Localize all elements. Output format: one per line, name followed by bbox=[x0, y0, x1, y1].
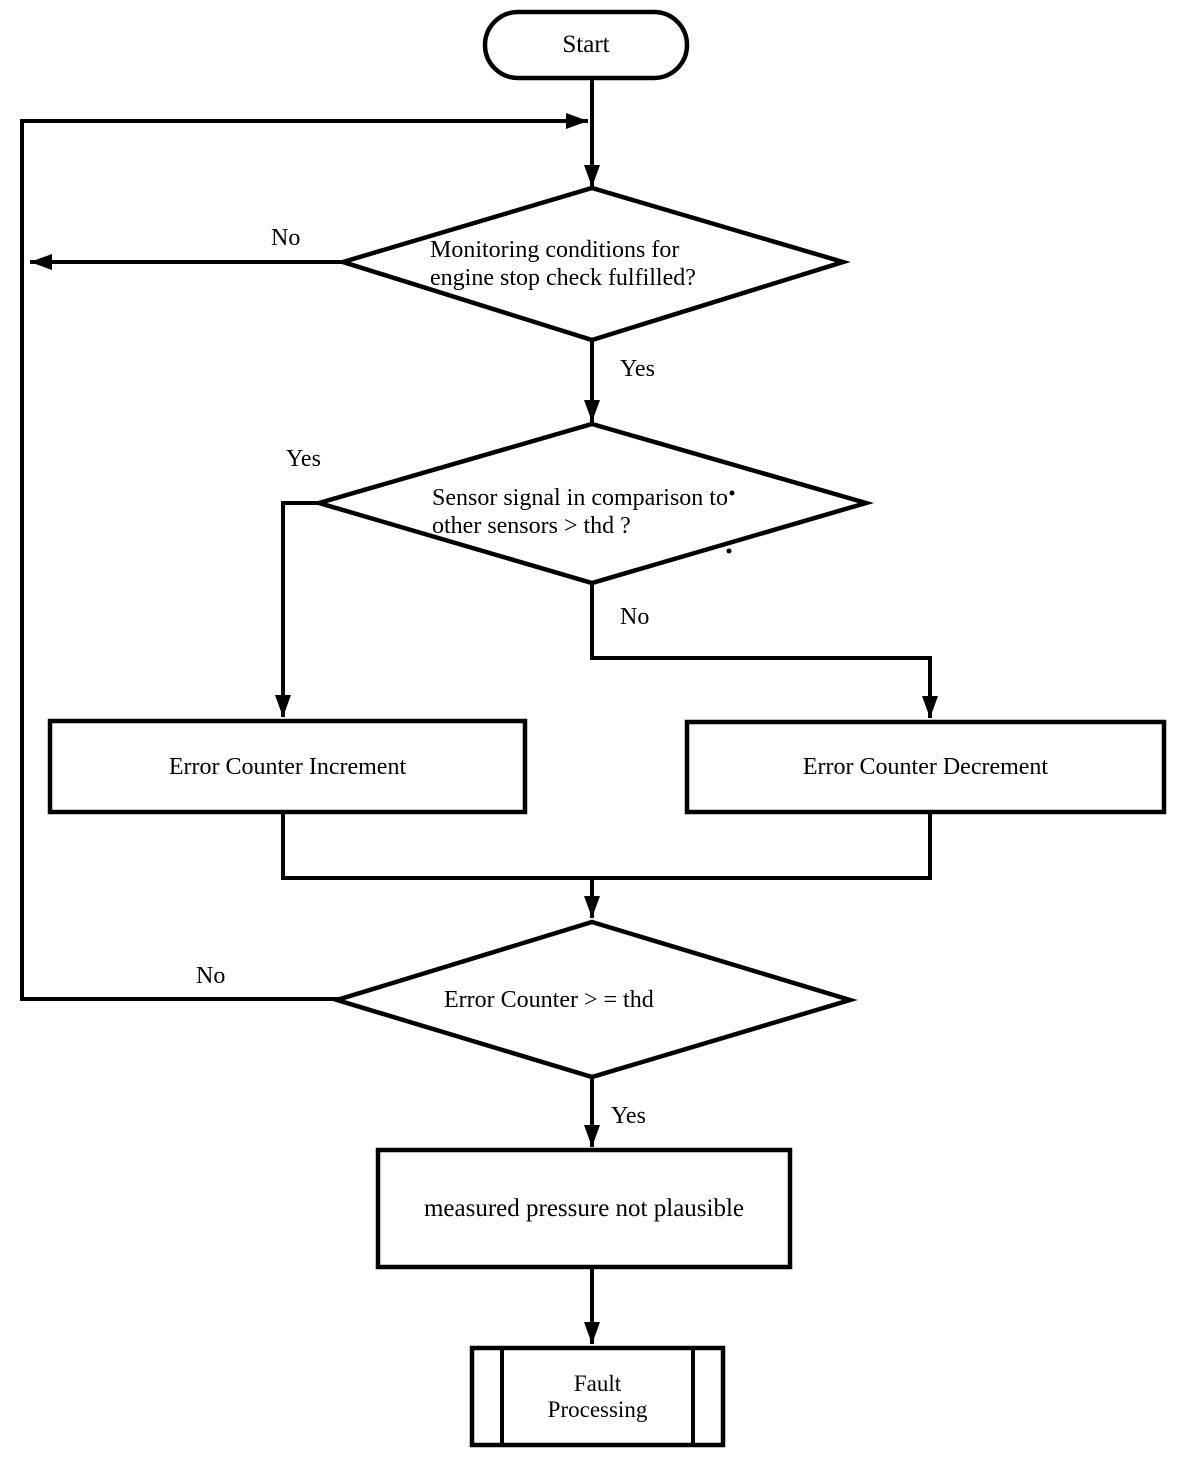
sensor-decision-shape bbox=[310, 421, 875, 586]
counter-decision-label: Error Counter > = thd bbox=[444, 987, 654, 1013]
sensor-decision-label: Sensor signal in comparison to other sen… bbox=[432, 485, 728, 539]
edge-label-monitoring-no: No bbox=[271, 225, 301, 251]
edge-label-counter-no: No bbox=[196, 963, 226, 989]
increment-process-shape bbox=[47, 718, 528, 815]
edge-label-sensor-yes: Yes bbox=[286, 446, 321, 472]
start-label: Start bbox=[562, 31, 610, 58]
edge-label-monitoring-yes: Yes bbox=[620, 356, 655, 382]
edge-sensor-no bbox=[590, 583, 938, 718]
increment-process-label: Error Counter Increment bbox=[168, 753, 407, 780]
monitoring-decision-label: Monitoring conditions for engine stop ch… bbox=[430, 237, 696, 291]
start-terminator-shape bbox=[482, 9, 690, 81]
decrement-process-shape bbox=[684, 719, 1167, 815]
counter-decision-shape bbox=[329, 919, 858, 1080]
edge-sensor-yes bbox=[275, 501, 319, 717]
fault-predefined-shape bbox=[469, 1345, 726, 1448]
pressure-process-label: measured pressure not plausible bbox=[423, 1194, 745, 1222]
pressure-process-shape bbox=[375, 1147, 793, 1270]
scan-speck-2 bbox=[726, 548, 732, 554]
edge-counter-no-loopback bbox=[20, 113, 588, 1001]
fault-predefined-label: Fault Processing bbox=[547, 1370, 648, 1422]
edge-merge bbox=[281, 812, 932, 880]
decrement-process-label: Error Counter Decrement bbox=[802, 754, 1049, 780]
monitoring-decision-shape bbox=[335, 185, 851, 343]
edge-label-counter-yes: Yes bbox=[611, 1103, 646, 1129]
edge-label-sensor-no: No bbox=[620, 604, 650, 630]
scan-speck-1 bbox=[729, 490, 735, 496]
